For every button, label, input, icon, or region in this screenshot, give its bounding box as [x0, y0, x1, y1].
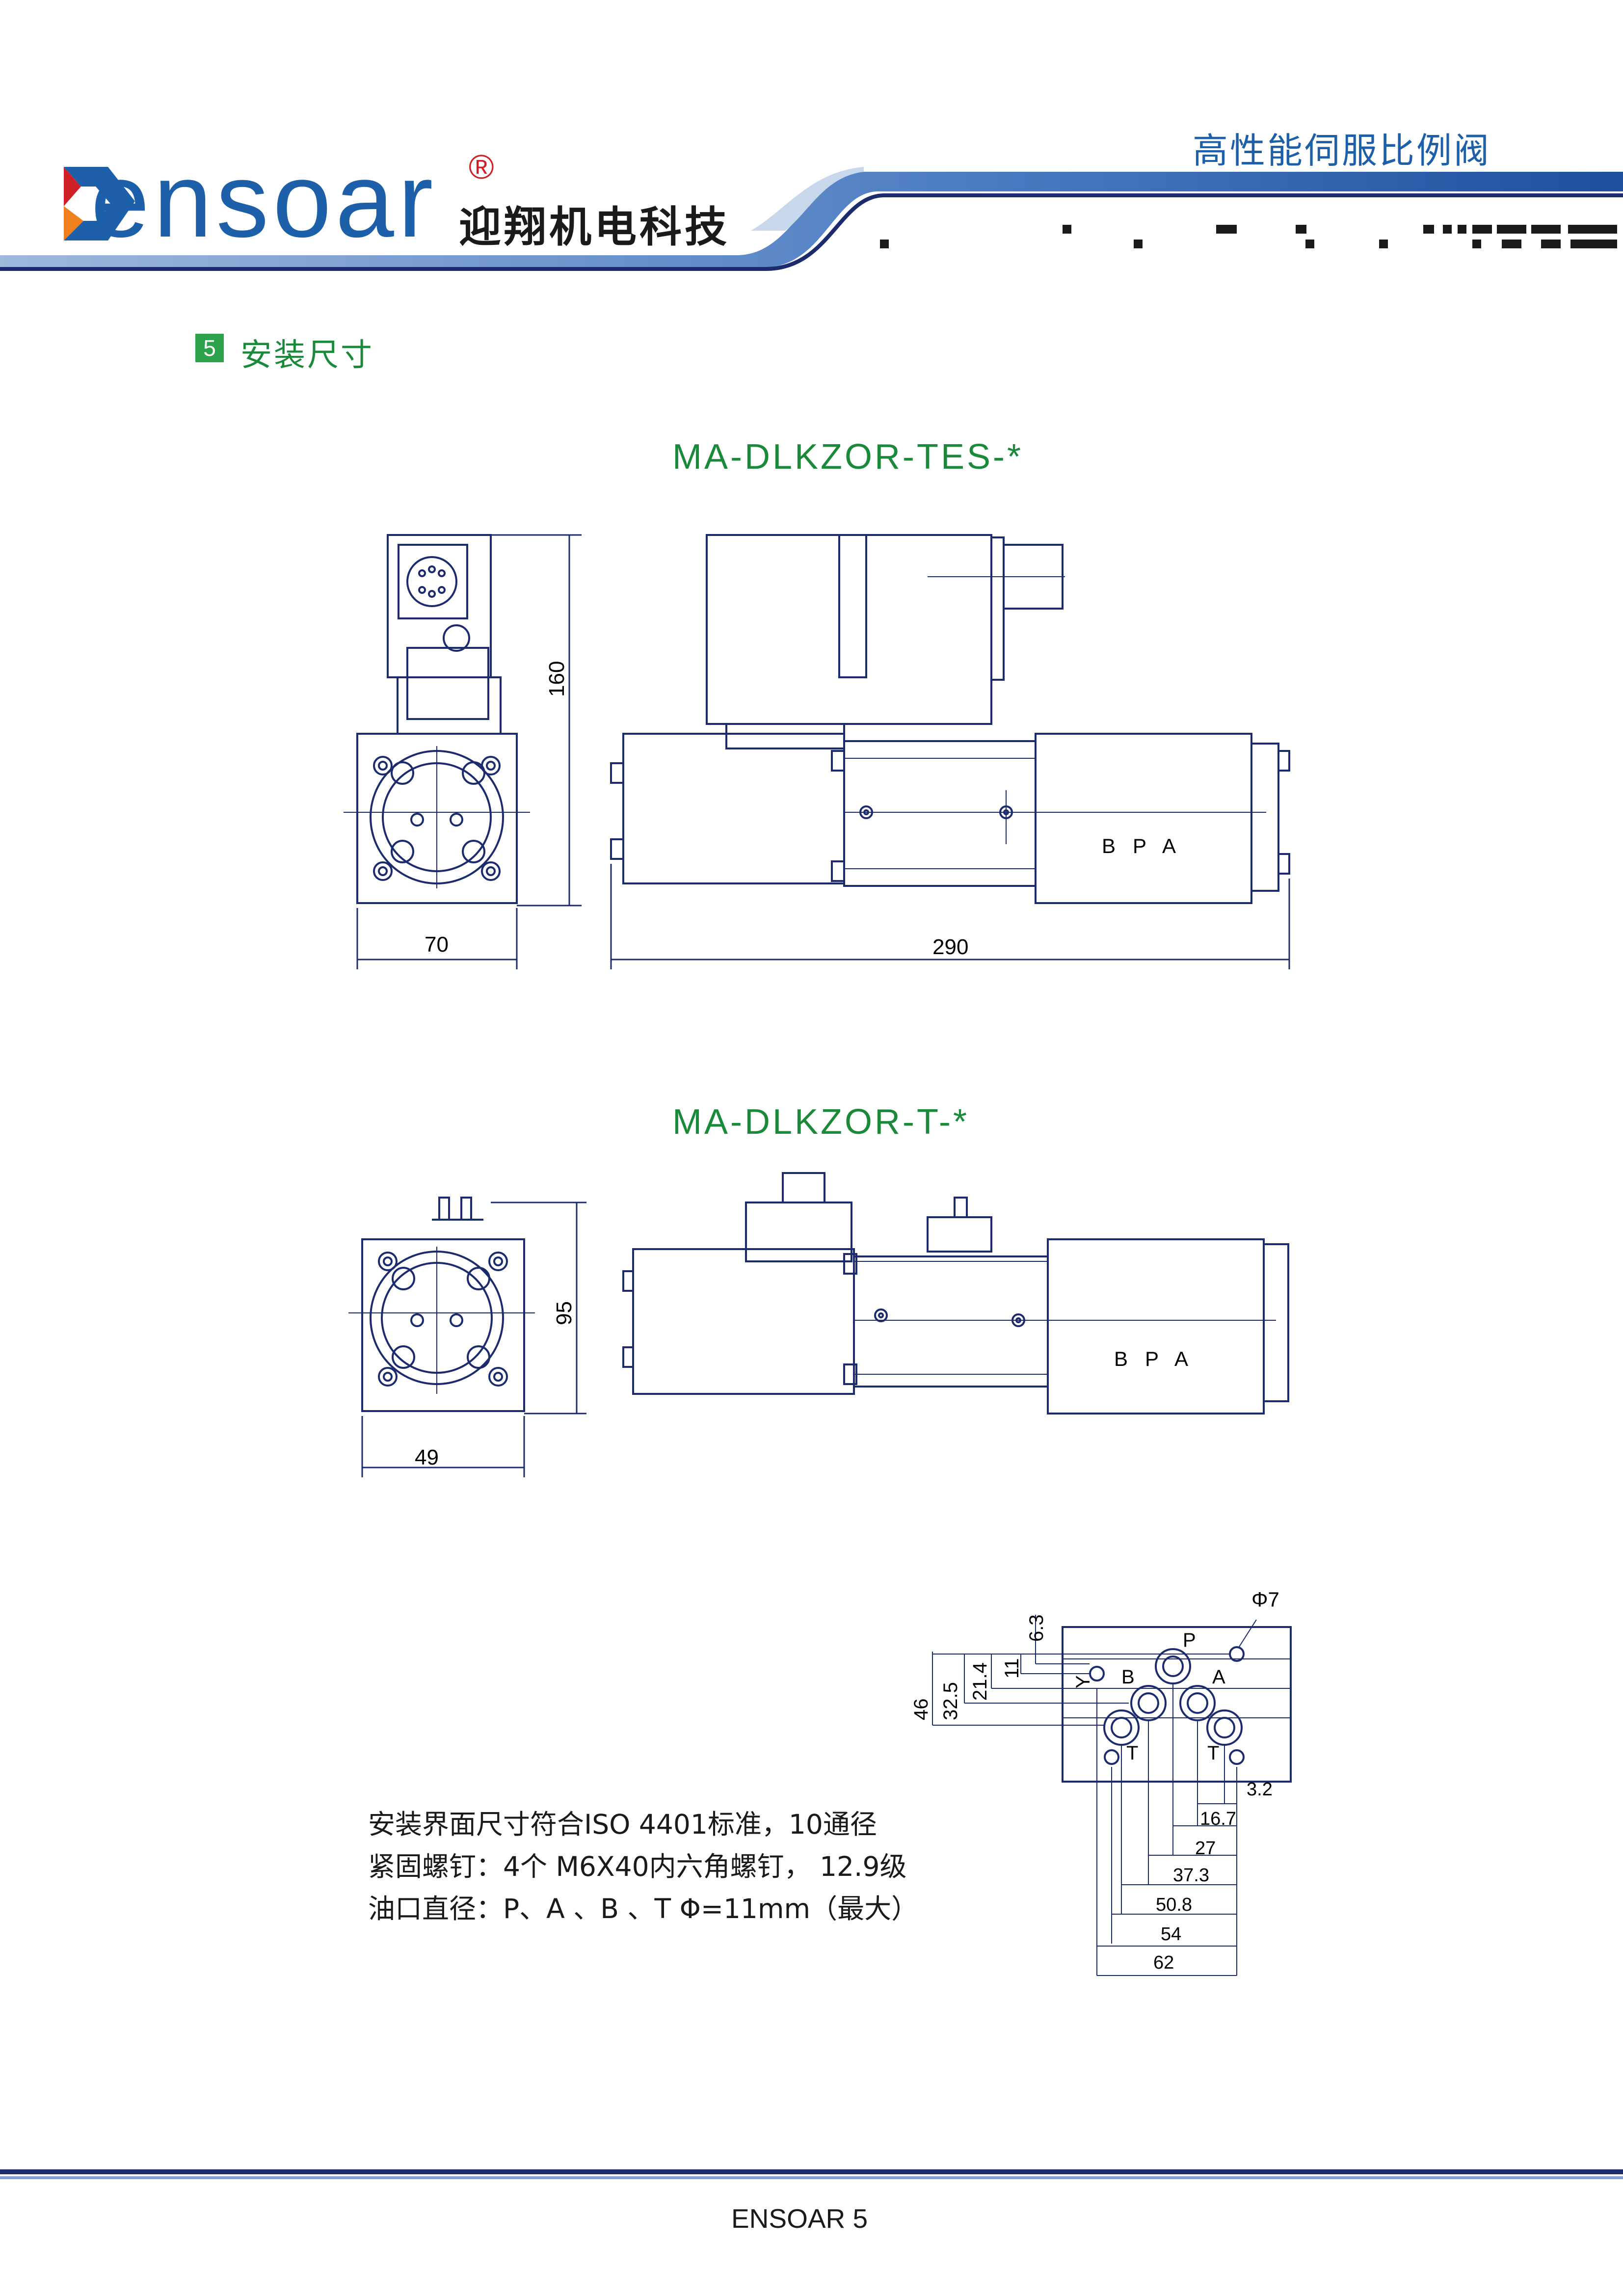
drawing-interface: [932, 1615, 1292, 1976]
dimension-lines-t: [361, 1201, 586, 1477]
dim-46: 46: [910, 1698, 932, 1721]
model-title-t: MA-DLKZOR-T-*: [672, 1102, 969, 1142]
port-b: B: [1121, 1666, 1135, 1688]
dim-32-5: 32.5: [940, 1682, 961, 1720]
section-number-badge: 5: [195, 334, 224, 362]
note-line-3: 油口直径：P、A 、B 、T Φ=11mm（最大）: [368, 1893, 919, 1924]
drawing-t-end-view: [348, 1197, 535, 1412]
section-title: 安装尺寸: [240, 337, 374, 374]
port-t-right: T: [1207, 1742, 1220, 1764]
dim-54: 54: [1161, 1924, 1182, 1945]
dim-16-7: 16.7: [1200, 1809, 1236, 1829]
footer-page-label: ENSOAR 5: [731, 2203, 868, 2234]
dimension-lines-tes: [356, 534, 1290, 969]
drawing-tes-end-view: [344, 534, 530, 904]
dim-3-2: 3.2: [1247, 1779, 1273, 1800]
dim-37-3: 37.3: [1173, 1865, 1209, 1886]
header-tagline: 高性能伺服比例阀: [1193, 130, 1491, 171]
note-line-2: 紧固螺钉：4个 M6X40内六角螺钉， 12.9级: [368, 1851, 907, 1882]
dim-width-49: 49: [415, 1445, 439, 1469]
drawing-t-side-view: [622, 1172, 1289, 1415]
header-dots: [880, 225, 1617, 248]
port-labels-t: B P A: [1114, 1347, 1188, 1370]
model-title-tes: MA-DLKZOR-TES-*: [672, 437, 1024, 477]
footer-rule: [0, 2169, 1623, 2179]
dim-width-70: 70: [425, 933, 449, 957]
logo-wordmark: ensoar: [91, 141, 437, 259]
dim-62: 62: [1153, 1952, 1174, 1973]
dim-21-4: 21.4: [969, 1662, 991, 1701]
dim-6-3: 6.3: [1026, 1614, 1047, 1642]
port-p: P: [1183, 1629, 1196, 1651]
port-y: Y: [1072, 1675, 1094, 1688]
registered-mark: ®: [469, 148, 494, 186]
drawing-tes-side-view: [610, 534, 1290, 904]
port-a: A: [1212, 1666, 1225, 1688]
dim-50-8: 50.8: [1156, 1895, 1192, 1915]
port-labels-tes: B P A: [1102, 834, 1176, 857]
dim-length-290: 290: [932, 935, 969, 959]
dim-11: 11: [1001, 1658, 1023, 1679]
dim-height-95: 95: [552, 1301, 576, 1325]
header-band: [0, 167, 1623, 271]
dim-27: 27: [1195, 1838, 1216, 1859]
logo-emblem-icon: [64, 167, 135, 240]
port-t-left: T: [1126, 1742, 1139, 1764]
company-name: 迎翔机电科技: [459, 203, 730, 252]
dim-height-160: 160: [545, 661, 569, 697]
note-line-1: 安装界面尺寸符合ISO 4401标准，10通径: [368, 1809, 877, 1840]
dim-dia-7: Φ7: [1251, 1588, 1279, 1611]
